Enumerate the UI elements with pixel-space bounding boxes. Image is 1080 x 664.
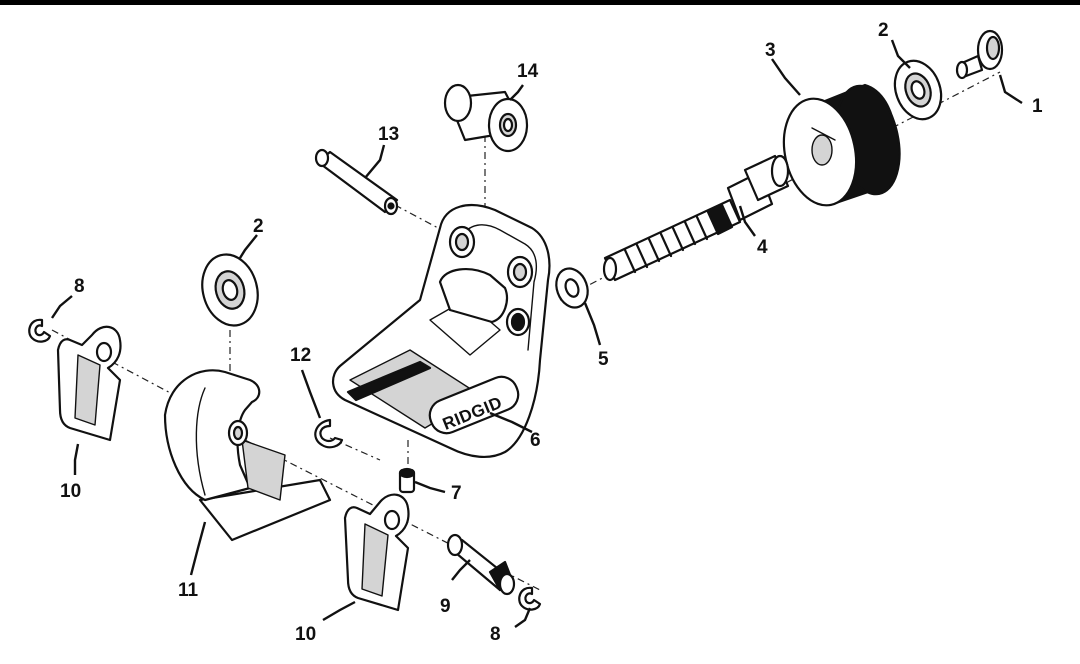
callout-8-bottom: 8 xyxy=(490,624,501,645)
callout-11: 11 xyxy=(178,580,199,601)
part-9-axle-pin xyxy=(446,533,516,596)
callout-4: 4 xyxy=(757,237,768,258)
callout-7: 7 xyxy=(451,483,462,504)
leader-lines xyxy=(51,39,1023,628)
callout-1: 1 xyxy=(1032,96,1043,117)
callout-5: 5 xyxy=(598,349,609,370)
part-14-roller xyxy=(443,83,529,153)
part-7-pin xyxy=(398,467,416,494)
callout-2-upper: 2 xyxy=(878,20,889,41)
callout-3: 3 xyxy=(765,40,776,61)
part-4-feed-screw xyxy=(602,154,790,282)
part-3-knurled-knob xyxy=(782,83,901,207)
part-2-washer-lower xyxy=(201,253,259,327)
part-10-hook-plate-bottom xyxy=(343,493,410,612)
part-2-washer-upper xyxy=(893,59,943,121)
callout-9: 9 xyxy=(440,596,451,617)
top-border xyxy=(0,0,1080,5)
callout-12: 12 xyxy=(290,345,311,366)
callout-10-left: 10 xyxy=(60,481,81,502)
part-13-pin xyxy=(314,148,399,216)
part-12-retaining-ring xyxy=(314,418,344,449)
callout-8-left: 8 xyxy=(74,276,85,297)
callout-10-bottom: 10 xyxy=(295,624,316,645)
part-1-screw xyxy=(955,29,1004,80)
part-11-carriage xyxy=(163,369,332,542)
callout-14: 14 xyxy=(517,61,539,82)
part-8-eclip-left xyxy=(28,318,52,343)
callout-2-lower: 2 xyxy=(253,216,264,237)
part-10-hook-plate-left xyxy=(56,325,122,442)
callout-13: 13 xyxy=(378,124,399,145)
part-5-washer xyxy=(555,267,589,309)
callout-6: 6 xyxy=(530,430,541,451)
part-6-frame xyxy=(332,204,551,458)
part-8-eclip-bottom xyxy=(518,586,542,611)
